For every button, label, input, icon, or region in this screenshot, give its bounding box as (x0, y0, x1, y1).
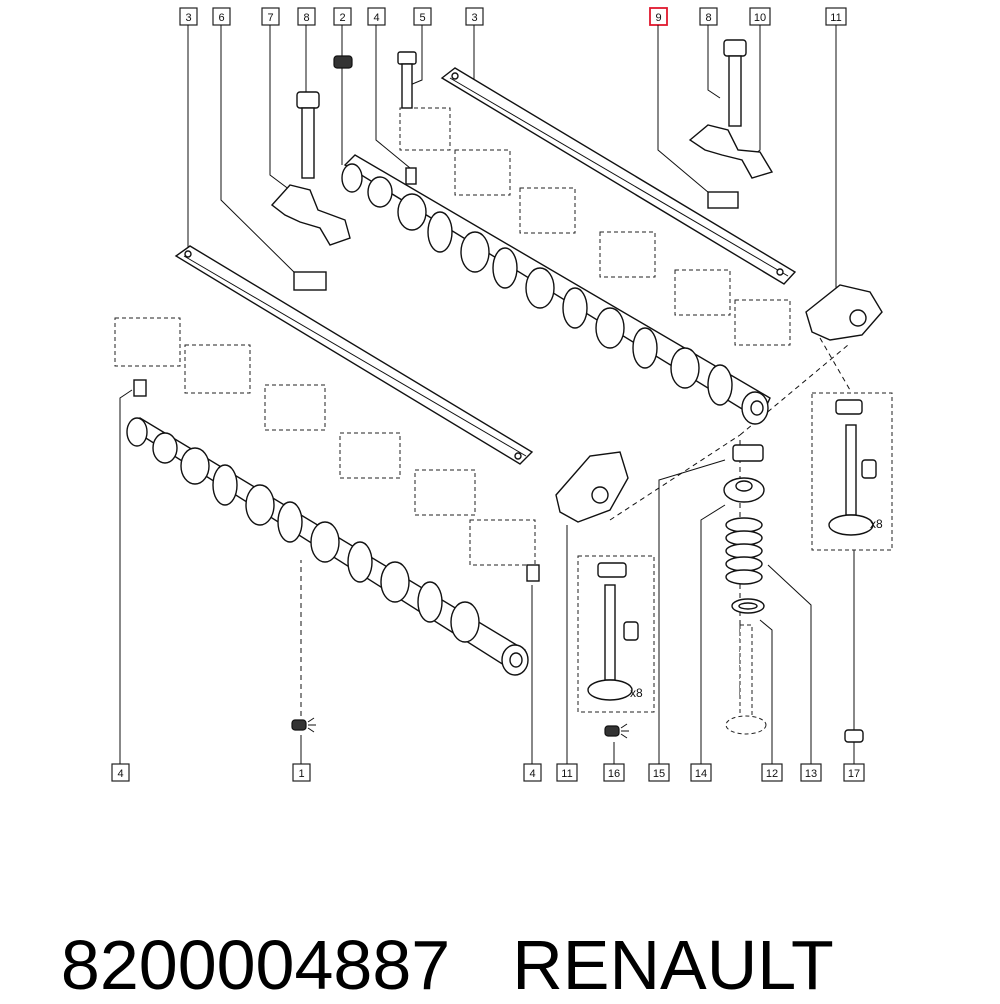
callout-13[interactable]: 13 (800, 763, 822, 782)
callout-5[interactable]: 5 (413, 7, 432, 26)
clip-right (707, 191, 739, 209)
rocker-arm-upper (805, 284, 883, 341)
callout-4-bottom-right[interactable]: 4 (523, 763, 542, 782)
callout-14[interactable]: 14 (690, 763, 712, 782)
svg-text:16: 16 (608, 768, 620, 780)
svg-text:11: 11 (561, 768, 572, 780)
screw-icon-part-1 (291, 717, 316, 733)
svg-text:7: 7 (267, 12, 273, 24)
svg-text:15: 15 (653, 768, 665, 780)
svg-text:x8: x8 (870, 517, 883, 531)
ghost-bearing-blocks (114, 107, 791, 566)
callout-17[interactable]: 17 (843, 763, 865, 782)
ghost-valve (725, 624, 767, 735)
svg-text:4: 4 (373, 12, 379, 24)
callout-8-left[interactable]: 8 (297, 7, 316, 26)
svg-text:11: 11 (830, 12, 841, 24)
rocker-arm-lower (555, 451, 629, 523)
bolt-small (397, 51, 417, 109)
svg-text:14: 14 (695, 768, 707, 780)
svg-text:10: 10 (754, 12, 766, 24)
pin-top (405, 167, 417, 185)
callout-3-top-left[interactable]: 3 (179, 7, 198, 26)
svg-text:3: 3 (185, 12, 191, 24)
valve-stem-seal (731, 598, 765, 614)
svg-text:13: 13 (805, 768, 817, 780)
callout-12[interactable]: 12 (761, 763, 783, 782)
callout-3-top-right[interactable]: 3 (465, 7, 484, 26)
svg-text:17: 17 (848, 768, 860, 780)
exploded-parts-diagram: 3 6 7 8 2 4 5 3 9 8 10 11 (111, 7, 893, 782)
pin-right (526, 564, 540, 582)
lower-camshaft (126, 417, 529, 676)
svg-text:9: 9 (655, 12, 661, 24)
svg-text:8: 8 (303, 12, 309, 24)
callout-11-top[interactable]: 11 (825, 7, 847, 26)
callout-11-bottom[interactable]: 11 (556, 763, 578, 782)
callout-15[interactable]: 15 (648, 763, 670, 782)
upper-rocker-rail (440, 67, 797, 285)
callout-2[interactable]: 2 (333, 7, 352, 26)
bolt-right (723, 39, 747, 127)
lower-rocker-rail (174, 245, 534, 465)
svg-text:x8: x8 (630, 686, 643, 700)
callout-4-bottom-left[interactable]: 4 (111, 763, 130, 782)
clip-part-2 (333, 55, 353, 69)
svg-text:6: 6 (218, 12, 224, 24)
part-number: 8200004887 (60, 926, 451, 1004)
valve-spring (725, 517, 763, 585)
clip-left (293, 271, 327, 291)
screw-icon-part-17 (844, 729, 864, 743)
rocker-bracket-right (688, 124, 774, 179)
callout-10[interactable]: 10 (749, 7, 771, 26)
callout-7[interactable]: 7 (261, 7, 280, 26)
svg-text:4: 4 (117, 768, 123, 780)
callout-9-highlighted[interactable]: 9 (649, 7, 668, 26)
upper-camshaft (341, 154, 771, 425)
svg-text:3: 3 (471, 12, 477, 24)
callout-1[interactable]: 1 (292, 763, 311, 782)
rocker-bracket-left (270, 184, 351, 246)
callout-8-right[interactable]: 8 (699, 7, 718, 26)
callout-16[interactable]: 16 (603, 763, 625, 782)
callout-4-top[interactable]: 4 (367, 7, 386, 26)
svg-text:5: 5 (419, 12, 425, 24)
svg-text:12: 12 (766, 768, 778, 780)
svg-text:8: 8 (705, 12, 711, 24)
brand-name: RENAULT (512, 926, 834, 1004)
callout-6[interactable]: 6 (212, 7, 231, 26)
bolt-left (296, 91, 320, 179)
svg-text:4: 4 (529, 768, 535, 780)
valve-spring-retainer (723, 477, 765, 503)
svg-text:1: 1 (298, 768, 304, 780)
pin-left (133, 379, 147, 397)
svg-text:2: 2 (339, 12, 345, 24)
valve-kit-exhaust: x8 (811, 392, 893, 551)
valve-cotters (732, 444, 764, 462)
valve-kit-intake: x8 (577, 555, 655, 713)
screw-icon-part-16 (604, 723, 629, 739)
